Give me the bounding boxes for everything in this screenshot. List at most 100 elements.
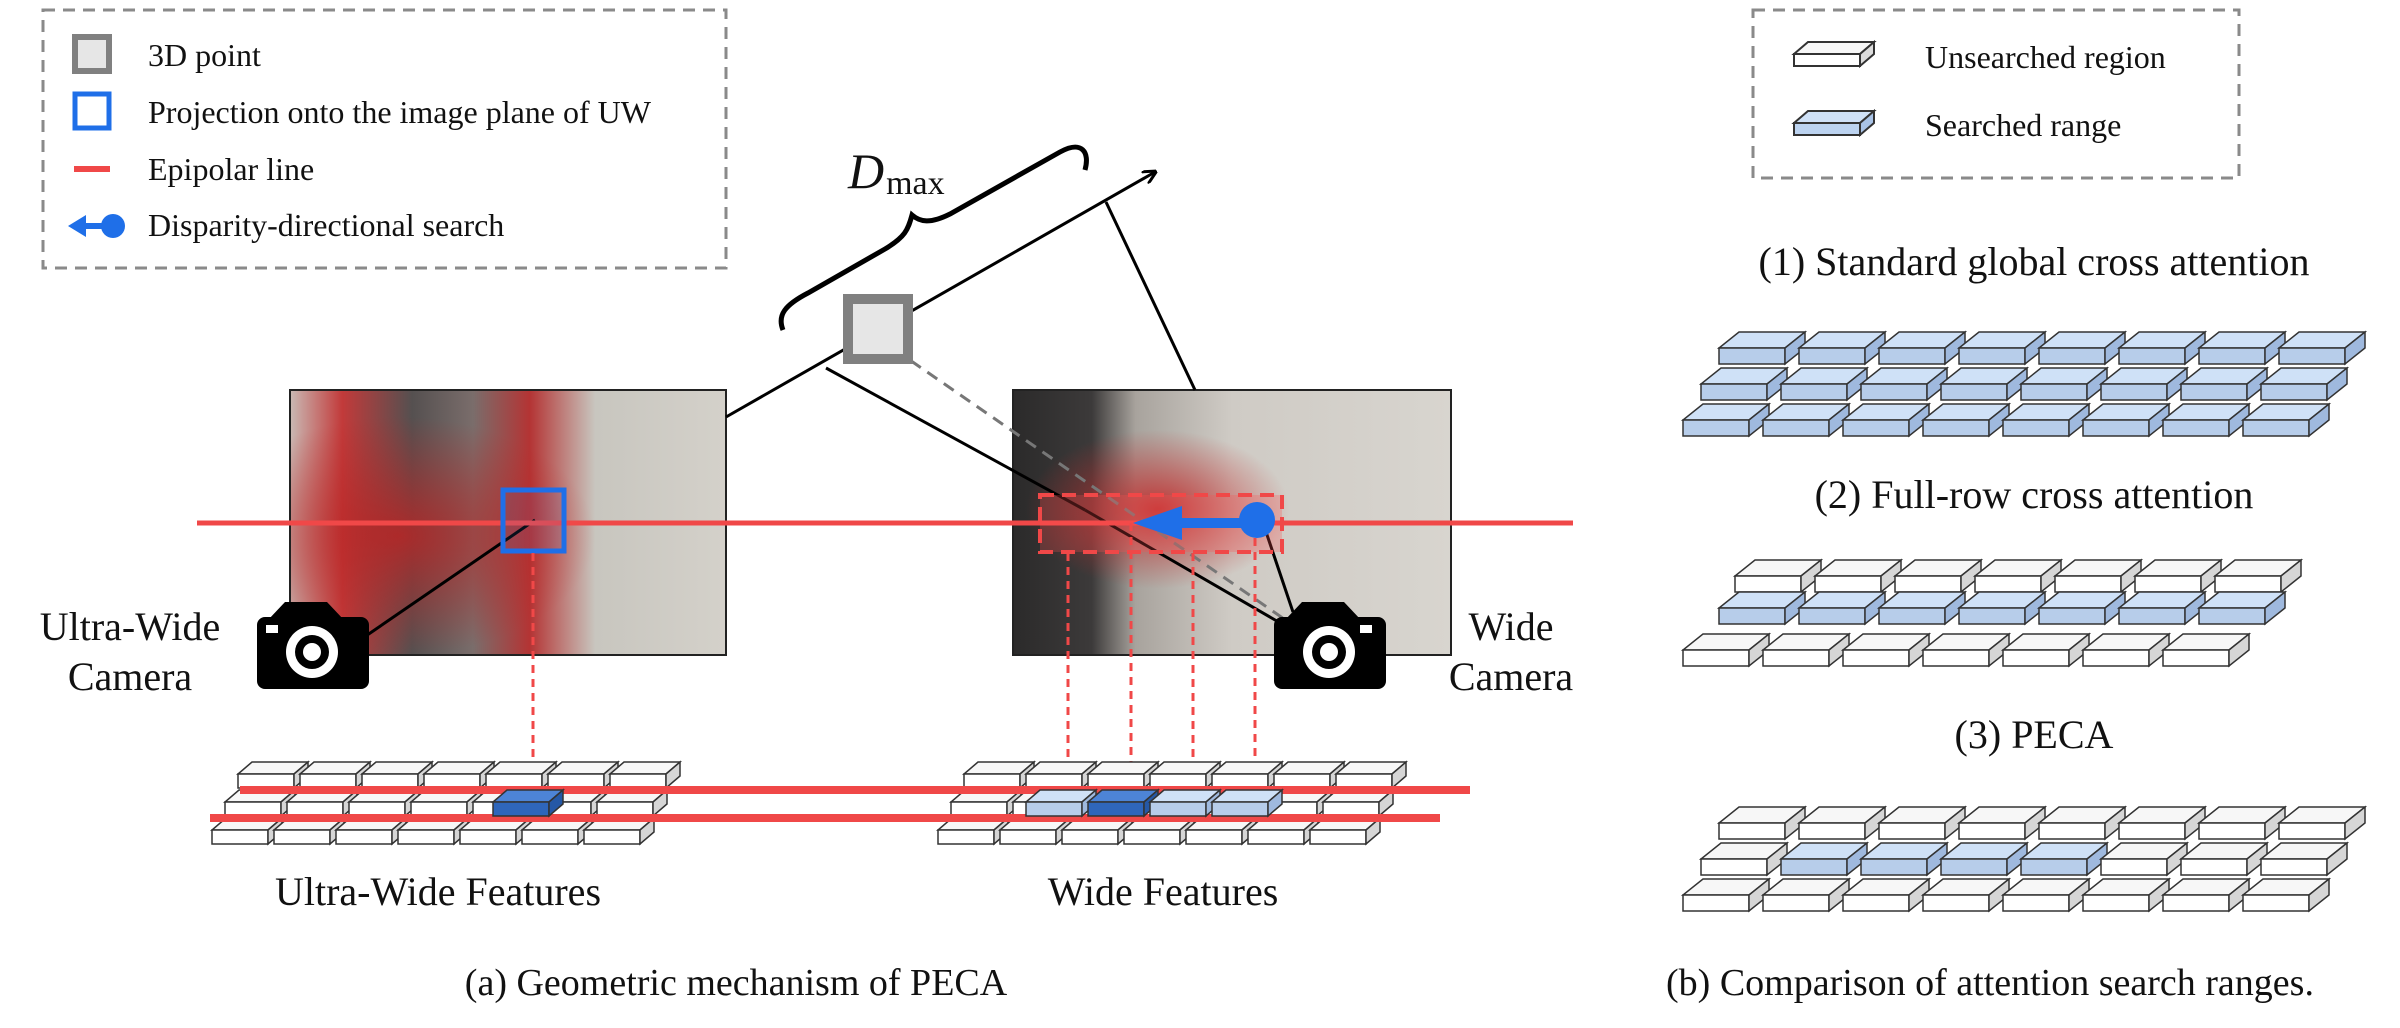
- uw-feature-tile: [581, 816, 657, 846]
- global-attention-tile: [1920, 402, 2012, 438]
- peca-tile: [2098, 841, 2190, 877]
- highlighted-tiles: [490, 788, 1285, 818]
- global-attention-tile: [1938, 366, 2030, 402]
- uw-features-label: Ultra-Wide Features: [275, 869, 601, 914]
- peca-tile: [1698, 841, 1790, 877]
- full-row-tile: [1972, 558, 2064, 594]
- blue-arrow-dot-icon: [68, 214, 125, 238]
- 3d-point-marker: [843, 294, 913, 364]
- global-attention-tile: [2240, 402, 2332, 438]
- global-attention-tile: [2258, 366, 2350, 402]
- uw-feature-tile: [545, 760, 621, 790]
- global-attention-tile: [2000, 402, 2092, 438]
- full-row-tile: [2000, 632, 2092, 668]
- global-attention-tile: [2160, 402, 2252, 438]
- wide-feature-tile-searched: [1023, 788, 1099, 818]
- legend-right: Unsearched region Searched range: [1751, 8, 2241, 180]
- peca-tile: [1840, 877, 1932, 913]
- full-row-tile: [2160, 632, 2252, 668]
- legend-left: 3D point Projection onto the image plane…: [41, 8, 728, 270]
- wide-camera-label-line2: Camera: [1449, 654, 1574, 699]
- legend-label-unsearched: Unsearched region: [1925, 39, 2166, 75]
- uw-feature-tile: [297, 760, 373, 790]
- global-attention-tile: [1760, 402, 1852, 438]
- wide-feature-tile-searched: [1147, 788, 1223, 818]
- gray-square-icon: [72, 34, 112, 74]
- full-row-tile-searched: [1876, 590, 1968, 626]
- global-attention-tile: [1956, 330, 2048, 366]
- full-row-tile: [1732, 558, 1824, 594]
- full-row-tile: [1812, 558, 1904, 594]
- global-attention-tile: [1680, 402, 1772, 438]
- peca-tile: [2258, 841, 2350, 877]
- peca-tile: [2116, 805, 2208, 841]
- peca-tile-searched: [2018, 841, 2110, 877]
- peca-tile: [1680, 877, 1772, 913]
- peca-tile: [1716, 805, 1808, 841]
- global-attention-tile: [2080, 402, 2172, 438]
- wide-feature-tile: [1209, 760, 1285, 790]
- legend-label-projection: Projection onto the image plane of UW: [148, 94, 652, 130]
- peca-tile-searched: [1938, 841, 2030, 877]
- global-attention-tile: [1796, 330, 1888, 366]
- full-row-tile-searched: [2196, 590, 2288, 626]
- full-row-tile: [1760, 632, 1852, 668]
- full-row-tile: [2052, 558, 2144, 594]
- peca-tile: [1920, 877, 2012, 913]
- peca-tile-searched: [1778, 841, 1870, 877]
- peca-tile: [2036, 805, 2128, 841]
- uw-camera-label-line2: Camera: [68, 654, 193, 699]
- uw-feature-tile: [607, 760, 683, 790]
- global-attention-tile: [1778, 366, 1870, 402]
- uw-projection-marker: [500, 487, 567, 554]
- peca-tile: [2000, 877, 2092, 913]
- wide-feature-tile-searched: [1085, 788, 1161, 818]
- wide-feature-tile: [1271, 760, 1347, 790]
- peca-tile: [1876, 805, 1968, 841]
- full-row-tile-searched: [1716, 590, 1808, 626]
- peca-tile: [2178, 841, 2270, 877]
- full-row-tile: [1680, 632, 1772, 668]
- global-attention-tile: [1876, 330, 1968, 366]
- white-tile-icon: [1791, 39, 1877, 69]
- uw-feature-tile-projected: [490, 788, 566, 818]
- full-row-tile: [1840, 632, 1932, 668]
- peca-tile: [1760, 877, 1852, 913]
- global-attention-tile: [1716, 330, 1808, 366]
- global-attention-tile: [2178, 366, 2270, 402]
- full-row-tile-searched: [2036, 590, 2128, 626]
- method-3-title: (3) PECA: [1955, 712, 2114, 757]
- legend-label-searched: Searched range: [1925, 107, 2121, 143]
- global-attention-tile: [1858, 366, 1950, 402]
- method-2-title: (2) Full-row cross attention: [1815, 472, 2254, 517]
- dmax-brace: [778, 144, 1089, 331]
- wide-camera-icon: [1274, 602, 1386, 689]
- wide-feature-tile: [1023, 760, 1099, 790]
- blue-tile-icon: [1791, 108, 1877, 138]
- wide-features-label: Wide Features: [1048, 869, 1279, 914]
- projection-dashed-lines: [531, 523, 1257, 785]
- global-attention-tile: [2036, 330, 2128, 366]
- global-attention-tile: [2018, 366, 2110, 402]
- caption-a: (a) Geometric mechanism of PECA: [465, 962, 1008, 1004]
- peca-tile: [1796, 805, 1888, 841]
- peca-tile: [1956, 805, 2048, 841]
- wide-camera-label-line1: Wide: [1468, 604, 1553, 649]
- peca-tile-searched: [1858, 841, 1950, 877]
- peca-tile: [2240, 877, 2332, 913]
- blue-square-icon: [72, 91, 112, 131]
- dmax-label: Dmax: [847, 143, 945, 202]
- uw-feature-tile: [483, 760, 559, 790]
- full-row-tile: [1892, 558, 1984, 594]
- full-row-tile: [2212, 558, 2304, 594]
- global-attention-tile: [1840, 402, 1932, 438]
- uw-feature-tile: [421, 760, 497, 790]
- full-row-tile: [1920, 632, 2012, 668]
- peca-tile: [2080, 877, 2172, 913]
- peca-tile: [2276, 805, 2368, 841]
- legend-label-disparity-search: Disparity-directional search: [148, 207, 504, 243]
- wide-search-window: [1038, 493, 1284, 554]
- wide-feature-tile-searched: [1209, 788, 1285, 818]
- global-attention-tile: [2276, 330, 2368, 366]
